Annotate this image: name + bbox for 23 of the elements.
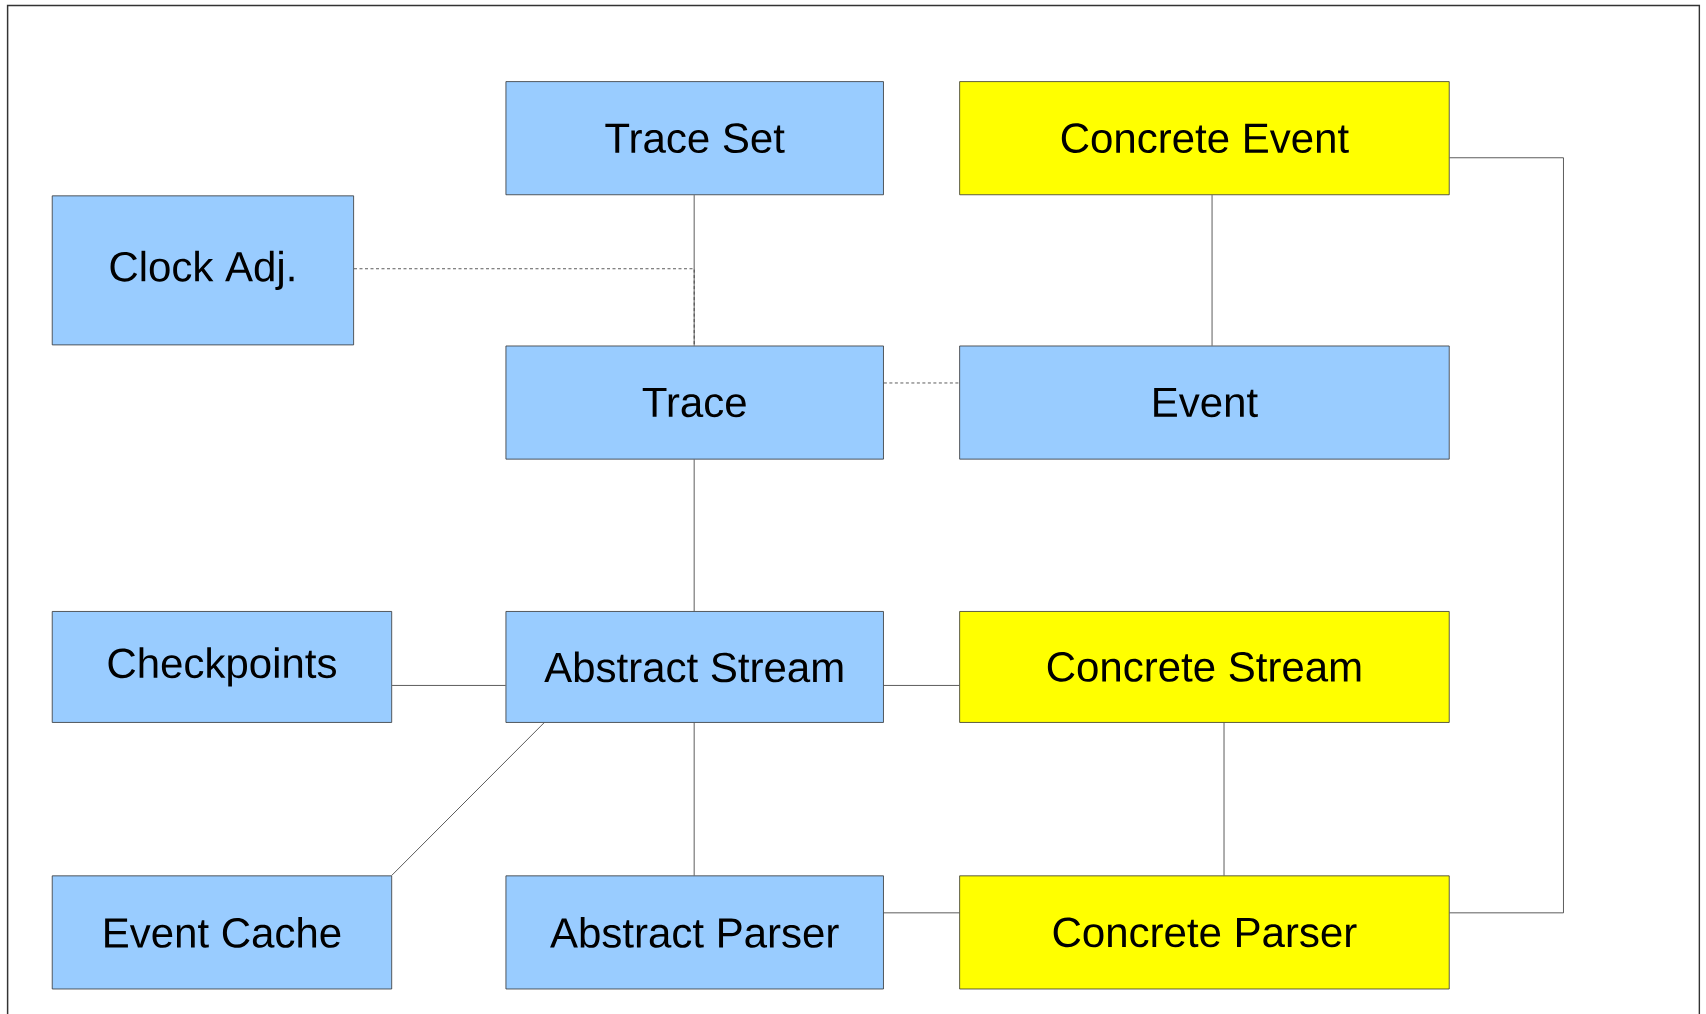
class-box: Abstract Stream [505, 611, 884, 723]
connector-line [693, 459, 695, 612]
connector-line [883, 685, 960, 686]
connector-line [693, 194, 695, 346]
class-box: Trace Set [505, 81, 884, 196]
class-box: Concrete Parser [959, 875, 1450, 990]
connector-line [1211, 194, 1213, 346]
connector-line [883, 912, 960, 914]
class-box: Concrete Stream [959, 611, 1450, 723]
connector-line [693, 722, 695, 876]
class-box: Event Cache [51, 875, 393, 990]
class-box: Clock Adj. [51, 195, 354, 346]
connector-line [883, 382, 960, 384]
connector-line [1449, 157, 1564, 914]
class-box: Event [959, 345, 1450, 460]
class-box: Abstract Parser [505, 875, 884, 990]
connector-line [1223, 722, 1225, 876]
class-box: Checkpoints [51, 611, 393, 723]
connector-line [353, 268, 695, 346]
class-box: Concrete Event [959, 81, 1450, 196]
connector-line [391, 722, 545, 876]
connector-line [391, 685, 506, 686]
class-box: Trace [505, 345, 884, 460]
